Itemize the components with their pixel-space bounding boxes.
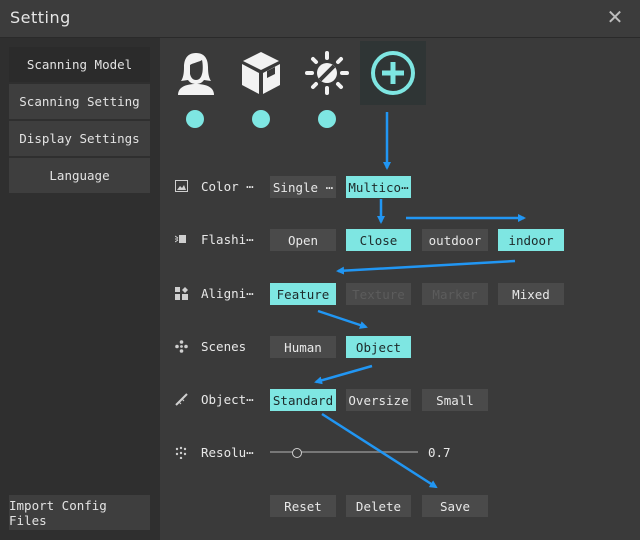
person-icon bbox=[178, 53, 214, 95]
alignment-label: Aligni⋯ bbox=[201, 286, 254, 301]
reset-button[interactable]: Reset bbox=[270, 495, 336, 517]
scenes-human-option[interactable]: Human bbox=[270, 336, 336, 358]
mode-dot-human[interactable] bbox=[186, 110, 204, 128]
sidebar-item-scanning-setting[interactable]: Scanning Setting bbox=[9, 84, 150, 120]
flash-open-option[interactable]: Open bbox=[270, 229, 336, 251]
save-button[interactable]: Save bbox=[422, 495, 488, 517]
resolution-slider-handle[interactable] bbox=[291, 448, 302, 458]
window-title: Setting bbox=[10, 8, 71, 27]
object-standard-option[interactable]: Standard bbox=[270, 389, 336, 411]
object-size-label: Object⋯ bbox=[201, 392, 254, 407]
color-label: Color ⋯ bbox=[201, 179, 254, 194]
scenes-label: Scenes bbox=[201, 339, 247, 354]
object-small-option[interactable]: Small bbox=[422, 389, 488, 411]
sidebar-item-display-settings[interactable]: Display Settings bbox=[9, 121, 150, 157]
title-bar: Setting ✕ bbox=[0, 0, 640, 38]
object-oversize-option[interactable]: Oversize bbox=[346, 389, 411, 411]
sidebar-item-label: Language bbox=[49, 168, 110, 183]
alignment-icon bbox=[174, 286, 188, 300]
scenes-icon bbox=[174, 339, 188, 353]
flash-icon bbox=[174, 232, 188, 246]
box-icon bbox=[242, 52, 280, 94]
flash-outdoor-option[interactable]: outdoor bbox=[422, 229, 488, 251]
delete-button[interactable]: Delete bbox=[346, 495, 411, 517]
sidebar-item-label: Scanning Model bbox=[26, 57, 133, 72]
add-circle-icon bbox=[371, 51, 415, 95]
sidebar-item-language[interactable]: Language bbox=[9, 158, 150, 194]
scenes-object-option[interactable]: Object bbox=[346, 336, 411, 358]
mode-human[interactable] bbox=[163, 41, 229, 105]
align-feature-option[interactable]: Feature bbox=[270, 283, 336, 305]
mode-add[interactable] bbox=[360, 41, 426, 105]
import-config-button[interactable]: Import Config Files bbox=[9, 495, 150, 531]
resolution-label: Resolu⋯ bbox=[201, 445, 254, 460]
sidebar-item-label: Display Settings bbox=[19, 131, 140, 146]
flash-close-option[interactable]: Close bbox=[346, 229, 411, 251]
color-single-option[interactable]: Single ⋯ bbox=[270, 176, 336, 198]
mode-brightness[interactable] bbox=[294, 41, 360, 105]
resolution-value: 0.7 bbox=[428, 445, 451, 460]
mode-dot-brightness[interactable] bbox=[318, 110, 336, 128]
mode-object[interactable] bbox=[228, 41, 294, 105]
sidebar-item-scanning-model[interactable]: Scanning Model bbox=[9, 47, 150, 83]
image-icon bbox=[174, 179, 188, 193]
flash-indoor-option[interactable]: indoor bbox=[498, 229, 564, 251]
color-multicolor-option[interactable]: Multico⋯ bbox=[346, 176, 411, 198]
resolution-icon bbox=[174, 445, 188, 459]
align-marker-option: Marker bbox=[422, 283, 488, 305]
brightness-icon bbox=[305, 51, 349, 95]
align-texture-option: Texture bbox=[346, 283, 411, 305]
flash-label: Flashi⋯ bbox=[201, 232, 254, 247]
close-icon[interactable]: ✕ bbox=[606, 5, 624, 29]
sidebar-item-label: Scanning Setting bbox=[19, 94, 140, 109]
align-mixed-option[interactable]: Mixed bbox=[498, 283, 564, 305]
import-config-label: Import Config Files bbox=[9, 497, 107, 528]
ruler-icon bbox=[174, 392, 188, 406]
mode-dot-object[interactable] bbox=[252, 110, 270, 128]
